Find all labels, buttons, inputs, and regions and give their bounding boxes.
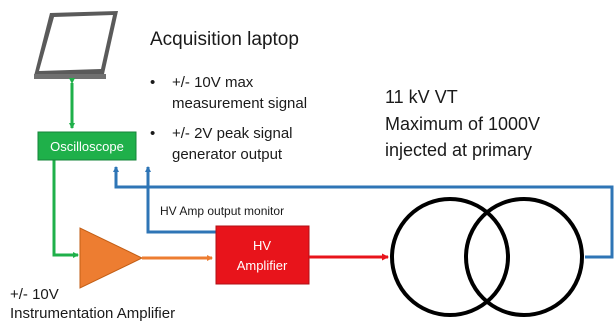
bullet-1-line1: +/- 10V max — [172, 74, 254, 91]
hv-amplifier-line1: HV — [253, 238, 271, 253]
instrumentation-amplifier-triangle — [79, 227, 144, 289]
instrumentation-amplifier-line2: Instrumentation Amplifier — [10, 305, 175, 322]
laptop-title: Acquisition laptop — [150, 29, 299, 50]
instrumentation-amplifier-line1: +/- 10V — [10, 286, 59, 303]
voltage-transformer-symbol — [390, 197, 584, 317]
monitor-label: HV Amp output monitor — [160, 204, 284, 218]
bullet-2-marker: • — [150, 125, 155, 142]
bullet-1-line2: measurement signal — [172, 95, 307, 112]
bullet-2-line2: generator output — [172, 146, 283, 163]
vt-line2: Maximum of 1000V — [385, 114, 540, 134]
laptop-icon — [34, 11, 118, 79]
vt-line3: injected at primary — [385, 140, 532, 160]
oscilloscope-box: Oscilloscope — [37, 131, 137, 161]
hv-amplifier-line2: Amplifier — [237, 258, 288, 273]
blue-monitor-wires — [113, 166, 614, 259]
bullet-1-marker: • — [150, 74, 155, 91]
green-signal-wires — [52, 78, 79, 258]
vt-line1: 11 kV VT — [385, 87, 458, 107]
hv-amplifier-box: HV Amplifier — [215, 225, 310, 285]
oscilloscope-label: Oscilloscope — [50, 139, 124, 154]
bullet-2-line1: +/- 2V peak signal — [172, 125, 293, 142]
